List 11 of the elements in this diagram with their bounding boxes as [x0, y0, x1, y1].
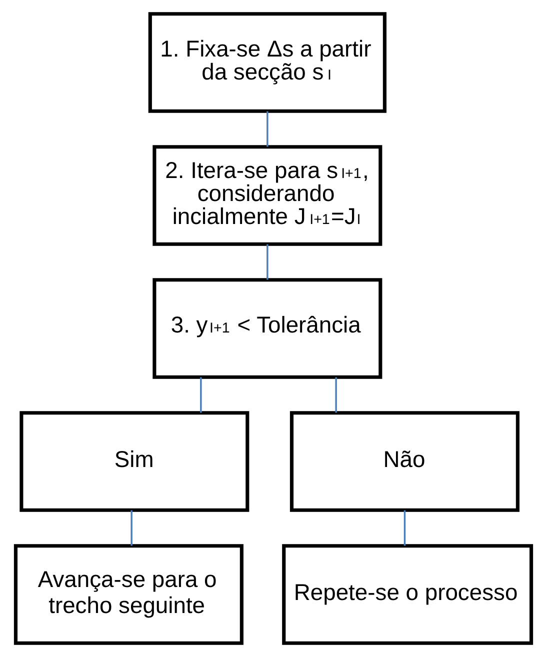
connector — [334, 377, 336, 413]
connector — [266, 111, 268, 147]
node-box: 3. yI+1 < Tolerância — [152, 278, 382, 379]
connector — [266, 244, 268, 280]
connector — [403, 510, 406, 546]
node-box: Sim — [19, 411, 249, 512]
connector — [130, 510, 132, 546]
node-box: Repete-se o processo — [282, 544, 533, 645]
node-box: Não — [289, 411, 519, 512]
connector — [200, 377, 202, 413]
node-box: Avança-se para o trecho seguinte — [13, 544, 243, 645]
